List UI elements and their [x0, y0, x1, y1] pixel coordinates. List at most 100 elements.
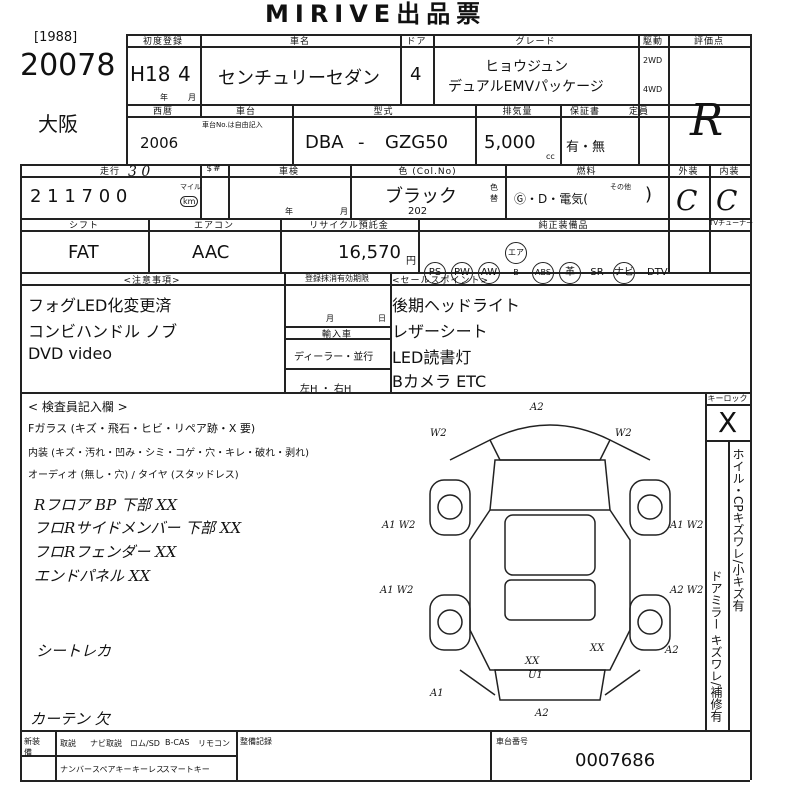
bottom-item: リモコン: [198, 739, 230, 748]
dealer-parallel: ディーラー・並行: [294, 352, 374, 363]
shadai-label: 車台: [235, 107, 256, 117]
exterior-grade: C: [676, 184, 698, 217]
mileage-label: 走行: [99, 167, 120, 177]
inspection-month: 月: [340, 207, 348, 216]
fuel-other: その他: [610, 183, 631, 191]
drive-4wd: 4WD: [643, 85, 663, 94]
displacement-label: 排気量: [502, 107, 533, 117]
month-unit: 月: [188, 93, 196, 102]
model-dash: -: [358, 132, 365, 153]
grid-line: [20, 218, 750, 220]
diagram-mark: W2: [615, 428, 632, 439]
hand-note: カーテン 欠: [30, 710, 110, 728]
sales-point: レザーシート: [392, 322, 488, 341]
glass-line: Fガラス (キズ・飛石・ヒビ・リペア跡・X 要): [28, 422, 256, 435]
grid-line: [475, 104, 477, 164]
diagram-mark: A1: [430, 688, 444, 699]
evaluation-label: 評価点: [693, 37, 724, 47]
fuel-close: ): [645, 184, 653, 205]
import-label: 輸入車: [321, 330, 352, 340]
mile-unit: マイル: [180, 183, 201, 191]
equipment-item: DTV: [647, 267, 668, 278]
shadai-note: 車台No.は自由記入: [202, 121, 263, 129]
diagram-mark: A1 W2: [380, 585, 414, 596]
note-item: コンビハンドル ノブ: [28, 322, 178, 341]
fuel-label: 燃料: [576, 167, 597, 177]
interior-grade: C: [716, 184, 738, 217]
equipment-item: AW: [478, 262, 500, 284]
grid-line: [490, 730, 492, 780]
grade-label: グレード: [515, 37, 556, 47]
grid-line: [705, 440, 750, 442]
sheet-title: MIRIVE出品票: [265, 0, 487, 28]
car-name-label: 車名: [289, 37, 310, 47]
grid-line: [284, 368, 390, 370]
serial-label: 車台番号: [496, 737, 528, 746]
grade-line2: デュアルEMVパッケージ: [448, 79, 604, 95]
bottom-item: ロム/SD: [130, 739, 160, 748]
grid-line: [126, 34, 750, 36]
first-reg-month: 4: [178, 62, 191, 86]
grid-line: [20, 176, 750, 178]
mirror-note: ドアミラー キズワレ/補修有: [709, 570, 723, 722]
mileage-correction: 3 0: [128, 164, 151, 180]
year-unit: 年: [160, 93, 168, 102]
reg-expiry-label: 登録抹消有効期限: [305, 274, 369, 283]
first-reg-era: H18: [130, 62, 171, 86]
grid-line: [20, 755, 236, 757]
grid-line: [236, 730, 238, 780]
hand-note: フロRフェンダー XX: [34, 543, 177, 561]
grid-line: [200, 164, 202, 218]
grid-line: [400, 34, 402, 104]
grid-line: [20, 164, 22, 780]
grid-line: [228, 164, 230, 218]
grid-line: [350, 164, 352, 218]
bottom-item: 取説: [60, 739, 76, 748]
reg-expiry-month: 月: [326, 314, 334, 323]
grid-line: [20, 284, 750, 286]
bottom-item: B-CAS: [165, 738, 190, 747]
dealer-record-label: 整備記録: [240, 737, 272, 746]
doors: 4: [410, 64, 422, 85]
equipment-item: SR: [590, 267, 604, 278]
km-unit: km: [180, 196, 199, 207]
model-code: GZG50: [385, 132, 449, 153]
hand-note: シートレカ: [36, 642, 112, 660]
notes-label: <注意事項>: [123, 276, 181, 286]
seireki: 2006: [140, 134, 179, 152]
shift-label: シフト: [68, 221, 99, 231]
color-change: 色替: [490, 183, 498, 203]
equipment-item: PW: [451, 262, 473, 284]
grid-line: [709, 164, 711, 272]
wheel-note: ホイル・CPキズワレ/小キズ有: [731, 448, 745, 612]
grid-line: [280, 218, 282, 272]
grid-line: [20, 230, 750, 232]
handle-side: 左H ・ 右H: [300, 384, 352, 395]
equipment-item: 革: [559, 262, 581, 284]
grid-line: [55, 730, 57, 780]
grid-line: [20, 392, 750, 394]
sales-point: LED読書灯: [392, 348, 472, 367]
drive-2wd: 2WD: [643, 56, 663, 65]
equipment-item: ナビ: [613, 262, 635, 284]
grid-line: [126, 46, 750, 48]
grid-line: [126, 116, 750, 118]
grid-line: [20, 730, 750, 732]
grid-line: [126, 34, 128, 164]
bottom-item2: キーレス: [132, 765, 164, 774]
yen-unit: 円: [406, 256, 416, 267]
tuner-label: TVチューナー: [709, 219, 754, 227]
model-label: 型式: [373, 107, 394, 117]
diagram-mark: A1 W2: [670, 520, 704, 531]
warranty-label: 保証書: [569, 107, 600, 117]
grid-line: [418, 218, 420, 272]
equipment-item: ABS: [532, 262, 554, 284]
recycle-label: リサイクル預託金: [309, 221, 389, 231]
grid-line: [750, 34, 752, 780]
grid-line: [148, 218, 150, 272]
grid-line: [505, 164, 507, 218]
aircon-label: エアコン: [193, 221, 234, 231]
grid-line: [200, 34, 202, 116]
grid-line: [560, 104, 562, 164]
sales-point: 後期ヘッドライト: [392, 296, 521, 315]
